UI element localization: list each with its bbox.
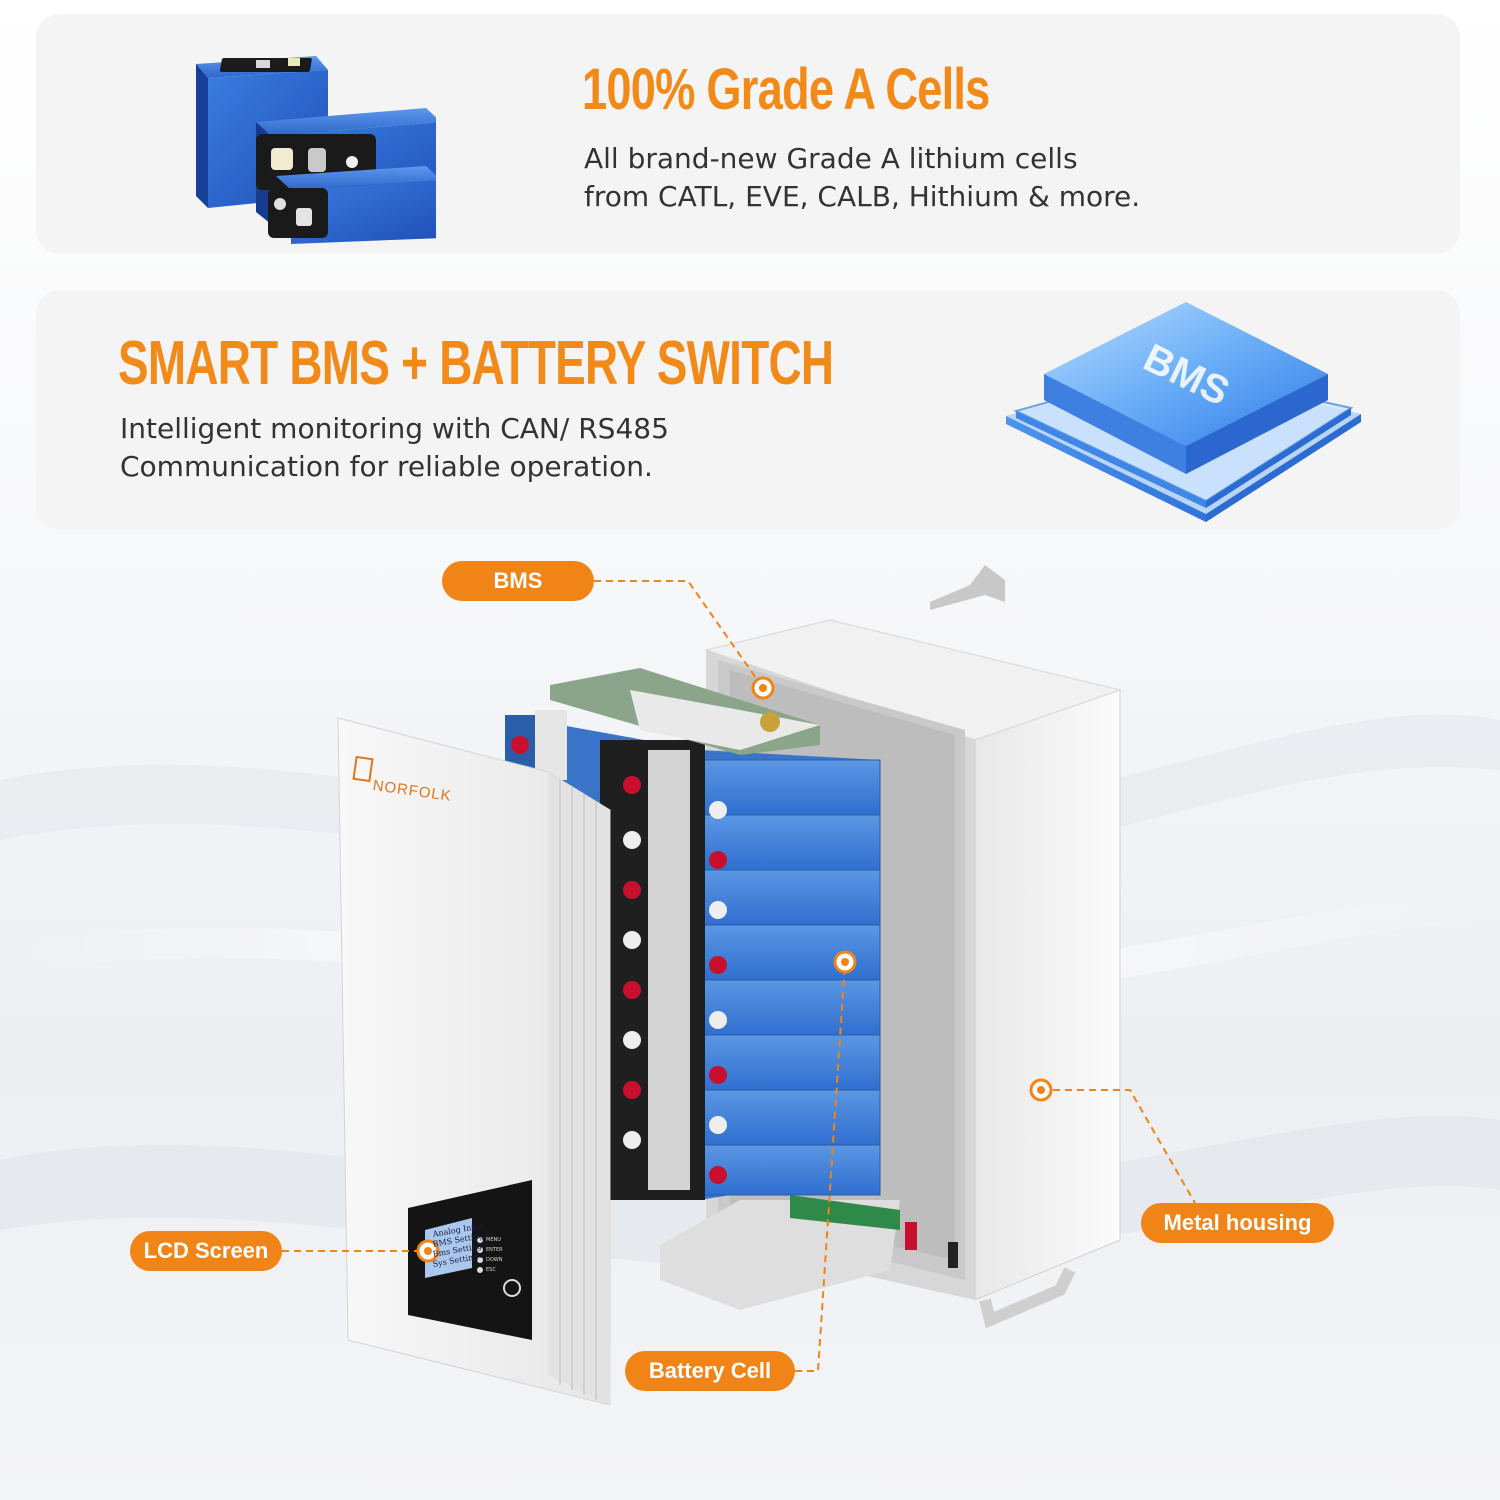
battery-exploded-view: NORFOLK Analog Info> BMS Setting> Bms Se… bbox=[0, 540, 1500, 1500]
cells-headline: 100% Grade A Cells bbox=[582, 57, 990, 122]
callout-battery-cell: Battery Cell bbox=[625, 1351, 795, 1391]
callout-lcd-screen: LCD Screen bbox=[130, 1231, 282, 1271]
battery-cells-illustration bbox=[196, 56, 436, 244]
lcd-button-menu: MENU bbox=[486, 1237, 501, 1243]
grade-a-cells-card: 100% Grade A Cells All brand-new Grade A… bbox=[36, 14, 1460, 254]
cells-description: All brand-new Grade A lithium cells from… bbox=[584, 140, 1140, 216]
bms-chip-icon: BMS bbox=[1006, 302, 1361, 522]
lcd-button-enter: ENTER bbox=[486, 1247, 503, 1253]
bms-headline: SMART BMS + BATTERY SWITCH bbox=[118, 329, 834, 398]
smart-bms-card: SMART BMS + BATTERY SWITCH Intelligent m… bbox=[36, 290, 1460, 530]
lcd-button-down: DOWN bbox=[486, 1257, 503, 1263]
bms-desc-line-1: Intelligent monitoring with CAN/ RS485 bbox=[120, 412, 669, 445]
cells-desc-line-1: All brand-new Grade A lithium cells bbox=[584, 142, 1078, 175]
battery-scene-illustration bbox=[0, 565, 1500, 1406]
bms-desc-line-2: Communication for reliable operation. bbox=[120, 450, 653, 483]
callout-markers bbox=[416, 676, 1053, 1263]
lcd-button-esc: ESC bbox=[486, 1267, 496, 1273]
cells-desc-line-2: from CATL, EVE, CALB, Hithium & more. bbox=[584, 180, 1141, 213]
callout-bms: BMS bbox=[442, 561, 594, 601]
callout-metal-housing: Metal housing bbox=[1141, 1203, 1334, 1243]
bms-description: Intelligent monitoring with CAN/ RS485 C… bbox=[120, 410, 669, 486]
